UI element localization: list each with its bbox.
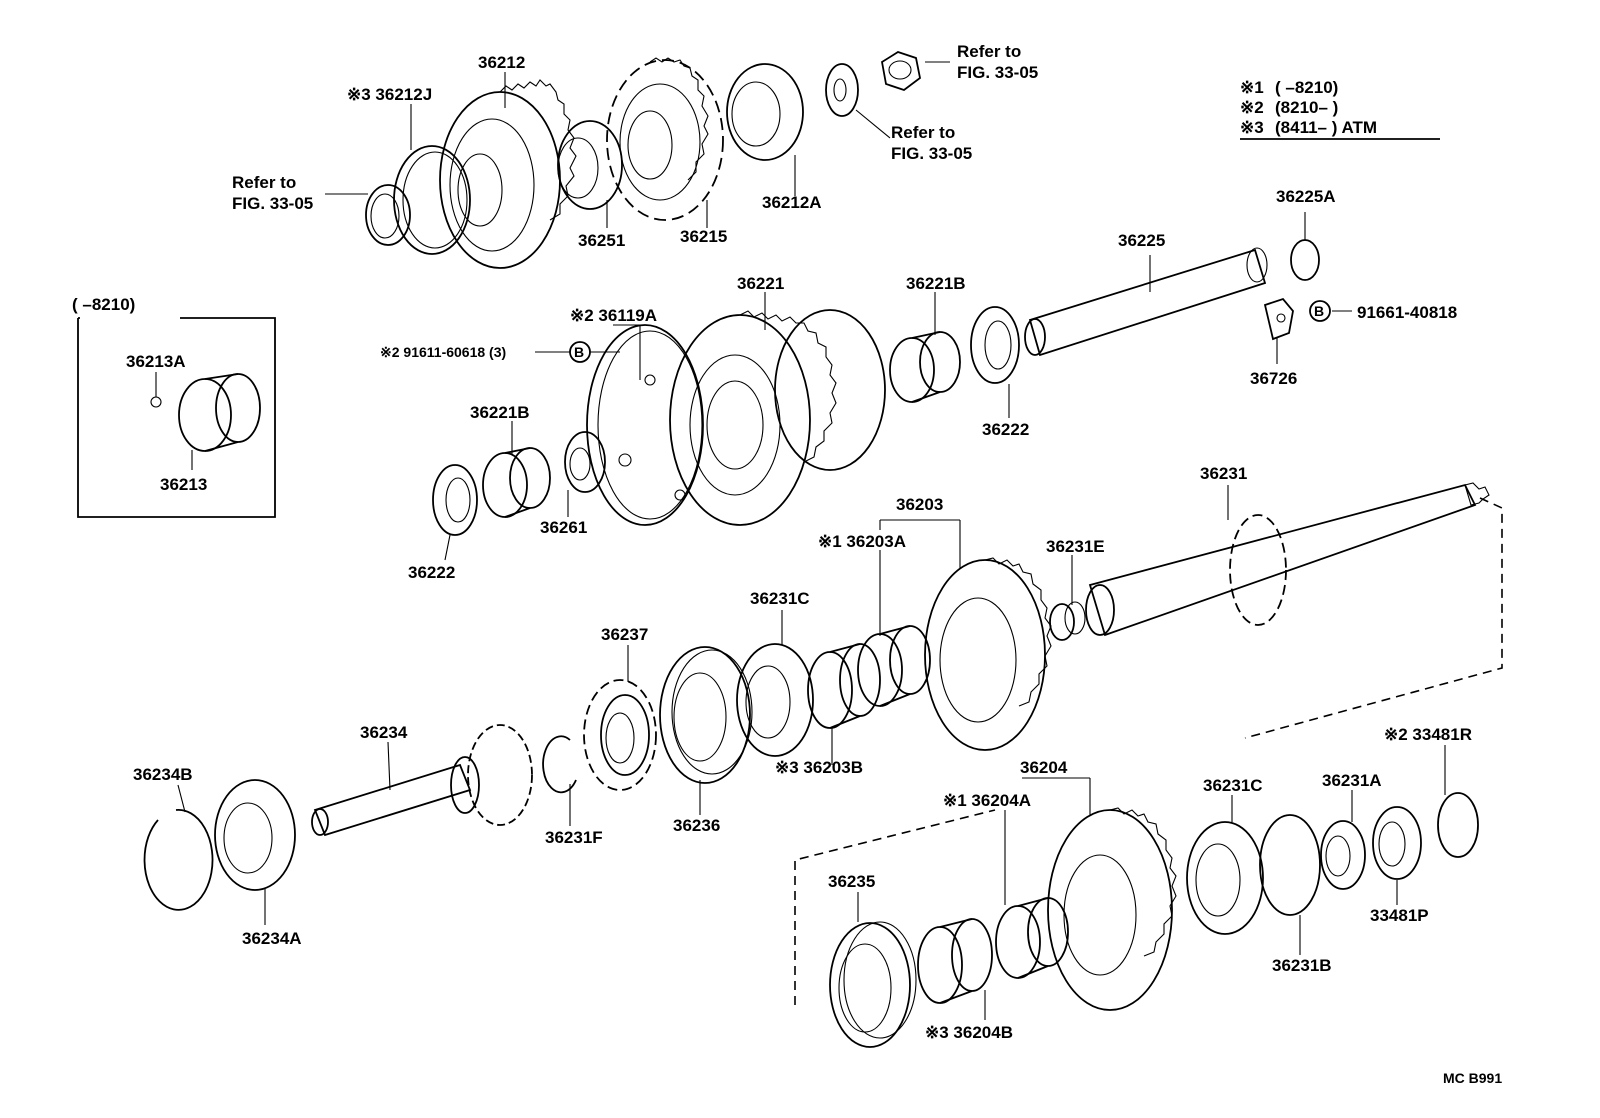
label-36231E: 36231E — [1046, 537, 1105, 556]
label-36212A: 36212A — [762, 193, 822, 212]
label-36251: 36251 — [578, 231, 625, 250]
needle-bearing-36204B — [917, 918, 993, 1004]
needle-bearing-36203B — [807, 643, 881, 729]
label-36225A: 36225A — [1276, 187, 1336, 206]
label-36225: 36225 — [1118, 231, 1165, 250]
inset-title: ( –8210) — [72, 295, 135, 314]
label-36212: 36212 — [478, 53, 525, 72]
hub-36237 — [583, 679, 657, 791]
label-36231: 36231 — [1200, 464, 1247, 483]
legend-text-2: (8210– ) — [1275, 98, 1338, 117]
needle-bearing-36221B-left — [482, 447, 551, 518]
fig-label-1: FIG. 33-05 — [957, 63, 1038, 82]
plate-36726 — [1263, 297, 1294, 341]
thrust-washer-36222-right — [970, 306, 1020, 384]
legend-mark-2: ※2 — [1240, 98, 1264, 117]
gear-36221 — [669, 309, 886, 526]
label-36231C-mid: 36231C — [750, 589, 810, 608]
synchro-ring-36236 — [659, 646, 753, 784]
refer-label-3: Refer to — [232, 173, 296, 192]
inset-box — [77, 317, 276, 518]
label-36236: 36236 — [673, 816, 720, 835]
bearing-36231C-right — [1186, 821, 1264, 935]
label-36221B-left: 36221B — [470, 403, 530, 422]
ring-36225A — [1290, 239, 1320, 281]
fig-label-3: FIG. 33-05 — [232, 194, 313, 213]
needle-bearing-36221B-right — [889, 331, 961, 403]
gear-36203 — [924, 557, 1052, 751]
hub-36235 — [829, 921, 917, 1048]
gear-36215 — [606, 57, 724, 221]
washer-top — [825, 63, 859, 117]
label-36234: 36234 — [360, 723, 408, 742]
legend-text-3: (8411– ) ATM — [1275, 118, 1377, 137]
nut-33481P — [1372, 806, 1422, 880]
label-36237: 36237 — [601, 625, 648, 644]
label-36119A: ※2 36119A — [570, 306, 657, 325]
legend-mark-1: ※1 — [1240, 78, 1264, 97]
label-36234A: 36234A — [242, 929, 302, 948]
footer-code: MC B991 — [1443, 1070, 1502, 1086]
shaft-36225 — [1024, 247, 1268, 357]
refer-label-2: Refer to — [891, 123, 955, 142]
label-36212J: ※3 36212J — [347, 85, 432, 104]
label-36726: 36726 — [1250, 369, 1297, 388]
bolt-symbol-right: B — [1314, 303, 1324, 319]
thrust-washer-36222-left — [432, 464, 478, 536]
bolt-symbol-left: B — [574, 344, 584, 360]
label-36231A: 36231A — [1322, 771, 1382, 790]
label-36234B: 36234B — [133, 765, 193, 784]
label-36231C-right: 36231C — [1203, 776, 1263, 795]
label-36235: 36235 — [828, 872, 875, 891]
label-36231B: 36231B — [1272, 956, 1332, 975]
nut-top — [881, 51, 921, 92]
ring-33481R — [1437, 792, 1479, 858]
bearing-36234A — [214, 779, 296, 891]
pilot-36231E — [1049, 601, 1086, 641]
label-36222-right: 36222 — [982, 420, 1029, 439]
fig-label-2: FIG. 33-05 — [891, 144, 972, 163]
collar-36204A — [995, 897, 1069, 979]
collar-36203A — [857, 625, 931, 707]
bearing-36231C-mid — [736, 643, 814, 757]
bearing-36212A — [726, 63, 804, 161]
snap-ring-36231F — [542, 735, 577, 794]
label-36203B: ※3 36203B — [775, 758, 863, 777]
plate-36119A — [586, 324, 704, 526]
label-36203: 36203 — [896, 495, 943, 514]
collar-36251 — [557, 120, 623, 210]
bearing-36231A — [1320, 820, 1366, 890]
collar-36261 — [564, 431, 606, 493]
label-36221B-top: 36221B — [906, 274, 966, 293]
label-36261: 36261 — [540, 518, 587, 537]
label-33481P: 33481P — [1370, 906, 1429, 925]
label-36204B: ※3 36204B — [925, 1023, 1013, 1042]
label-36231F: 36231F — [545, 828, 603, 847]
legend-text-1: ( –8210) — [1275, 78, 1338, 97]
label-33481R: ※2 33481R — [1384, 725, 1472, 744]
mainshaft-36231 — [1085, 482, 1490, 637]
refer-label-1: Refer to — [957, 42, 1021, 61]
legend-mark-3: ※3 — [1240, 118, 1264, 137]
shaft-36234 — [311, 724, 533, 837]
inset-part-a: 36213A — [126, 352, 186, 371]
bearing-outer-top-left — [365, 184, 411, 246]
label-91661: 91661-40818 — [1357, 303, 1457, 322]
snap-ring-36234B — [143, 809, 214, 911]
label-36204A: ※1 36204A — [943, 791, 1031, 810]
label-36215: 36215 — [680, 227, 727, 246]
label-36221: 36221 — [737, 274, 784, 293]
label-36203A: ※1 36203A — [818, 532, 906, 551]
washer-36231B — [1259, 814, 1321, 916]
label-36204: 36204 — [1020, 758, 1068, 777]
label-36222-left: 36222 — [408, 563, 455, 582]
gear-36212 — [439, 79, 577, 269]
label-91611: ※2 91611-60618 (3) — [380, 344, 506, 360]
inset-part-b: 36213 — [160, 475, 207, 494]
gear-36204 — [1047, 807, 1177, 1011]
ring-36212J — [393, 145, 471, 255]
